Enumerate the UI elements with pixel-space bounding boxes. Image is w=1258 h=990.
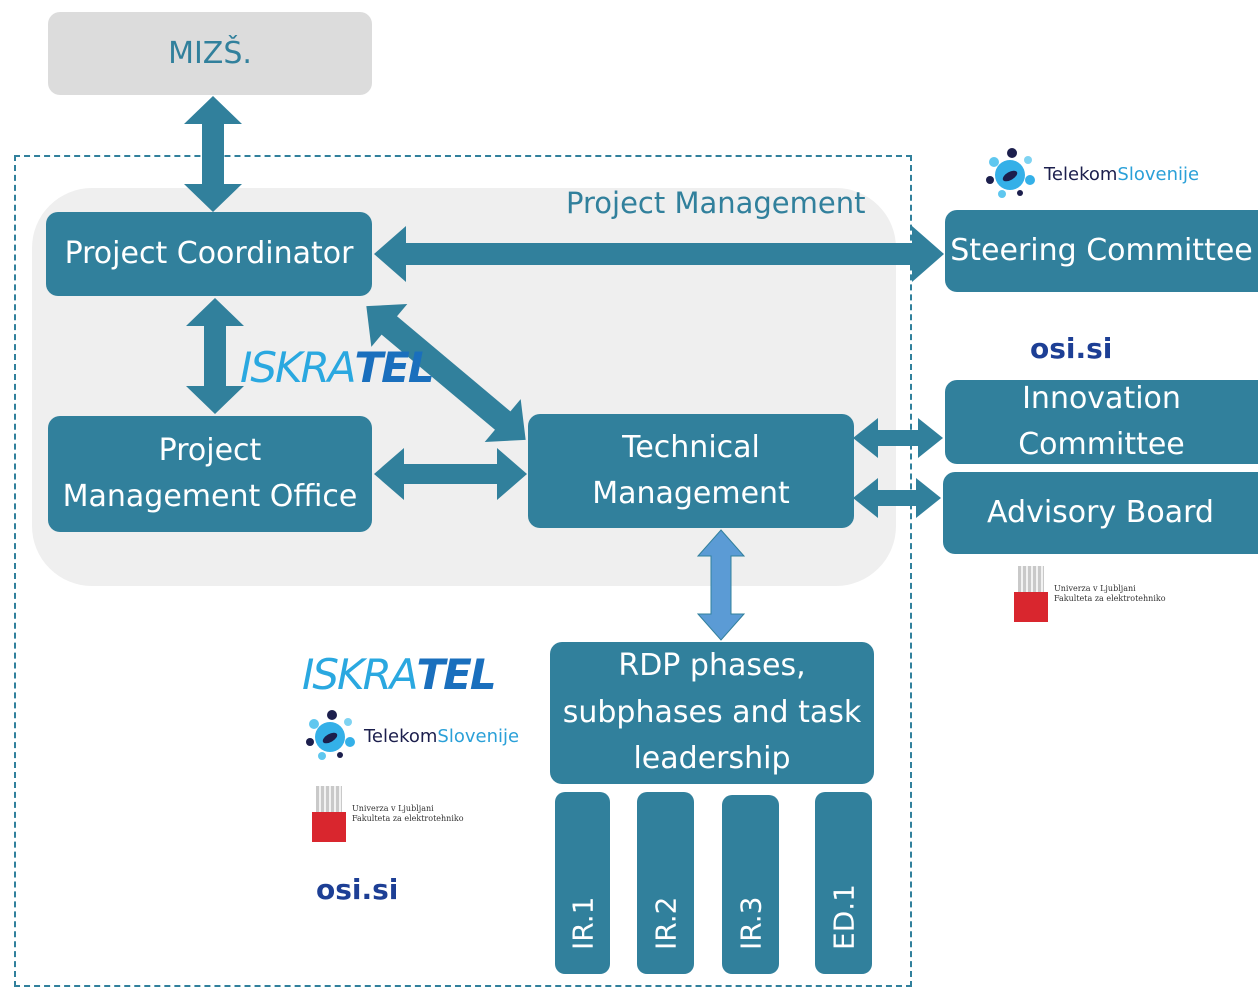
work-package-label: IR.3 <box>734 896 767 950</box>
university-line-1: Univerza v Ljubljani <box>352 804 434 814</box>
iskratel-logo: ISKRATEL <box>302 650 497 699</box>
iskratel-logo: ISKRATEL <box>240 343 435 392</box>
university-line-1: Univerza v Ljubljani <box>1054 584 1136 594</box>
arrow-coordinator-steering <box>374 226 944 282</box>
arrow-technical-advisory <box>853 478 941 518</box>
ministry-box: MIZŠ. <box>48 12 372 95</box>
rdp-box: RDP phases, subphases and task leadershi… <box>550 642 874 784</box>
university-line-2: Fakulteta za elektrotehniko <box>352 814 464 823</box>
osi-logo: osi.si <box>316 873 399 906</box>
arrow-coordinator-technical <box>366 303 526 443</box>
work-package-ir2: IR.2 <box>637 792 694 974</box>
university-crest-icon <box>312 786 346 842</box>
project-coordinator-label: Project Coordinator <box>64 235 354 271</box>
advisory-board-label: Advisory Board <box>987 494 1214 530</box>
technical-management-label: Technical Management <box>592 429 790 512</box>
ministry-label: MIZŠ. <box>168 36 252 71</box>
telekom-text-a: Telekom <box>1044 163 1118 185</box>
work-package-ir1: IR.1 <box>555 792 610 974</box>
telekom-logo: TelekomSlovenije <box>302 710 519 762</box>
steering-committee-box: Steering Committee <box>945 210 1258 292</box>
technical-management-box: Technical Management <box>528 414 854 528</box>
telekom-bubbles-icon <box>986 148 1035 198</box>
pmo-box: Project Management Office <box>48 416 372 532</box>
iskratel-logo-text-b: TEL <box>416 650 497 699</box>
advisory-board-box: Advisory Board <box>943 472 1258 554</box>
arrow-coordinator-pmo <box>186 298 244 414</box>
telekom-text-b: Slovenije <box>437 725 520 747</box>
pmo-label: Project Management Office <box>62 432 358 515</box>
rdp-label: RDP phases, subphases and task leadershi… <box>562 648 862 777</box>
project-management-title: Project Management <box>566 186 866 220</box>
telekom-text-b: Slovenije <box>1117 163 1200 185</box>
work-package-label: IR.2 <box>649 896 682 950</box>
iskratel-logo-text-b: TEL <box>354 343 435 392</box>
university-crest-icon <box>1014 566 1048 622</box>
consortium-frame <box>14 155 912 987</box>
work-package-label: IR.1 <box>566 896 599 950</box>
arrow-ministry-coordinator <box>184 96 242 212</box>
work-package-ir3: IR.3 <box>722 795 779 974</box>
osi-logo: osi.si <box>1030 332 1113 365</box>
innovation-committee-label: Innovation Committee <box>1018 380 1185 463</box>
work-package-ed1: ED.1 <box>815 792 872 974</box>
telekom-bubbles-icon <box>306 710 355 760</box>
innovation-committee-box: Innovation Committee <box>945 380 1258 464</box>
university-line-2: Fakulteta za elektrotehniko <box>1054 594 1166 603</box>
iskratel-logo-text-a: ISKRA <box>240 343 357 392</box>
telekom-text-a: Telekom <box>364 725 438 747</box>
steering-committee-label: Steering Committee <box>950 232 1253 268</box>
project-coordinator-box: Project Coordinator <box>46 212 372 296</box>
telekom-logo: TelekomSlovenije <box>982 148 1199 200</box>
work-package-label: ED.1 <box>827 884 860 950</box>
arrow-technical-innovation <box>853 418 943 458</box>
iskratel-logo-text-a: ISKRA <box>302 650 419 699</box>
arrow-technical-rdp <box>696 529 746 641</box>
arrow-pmo-technical <box>374 448 527 500</box>
